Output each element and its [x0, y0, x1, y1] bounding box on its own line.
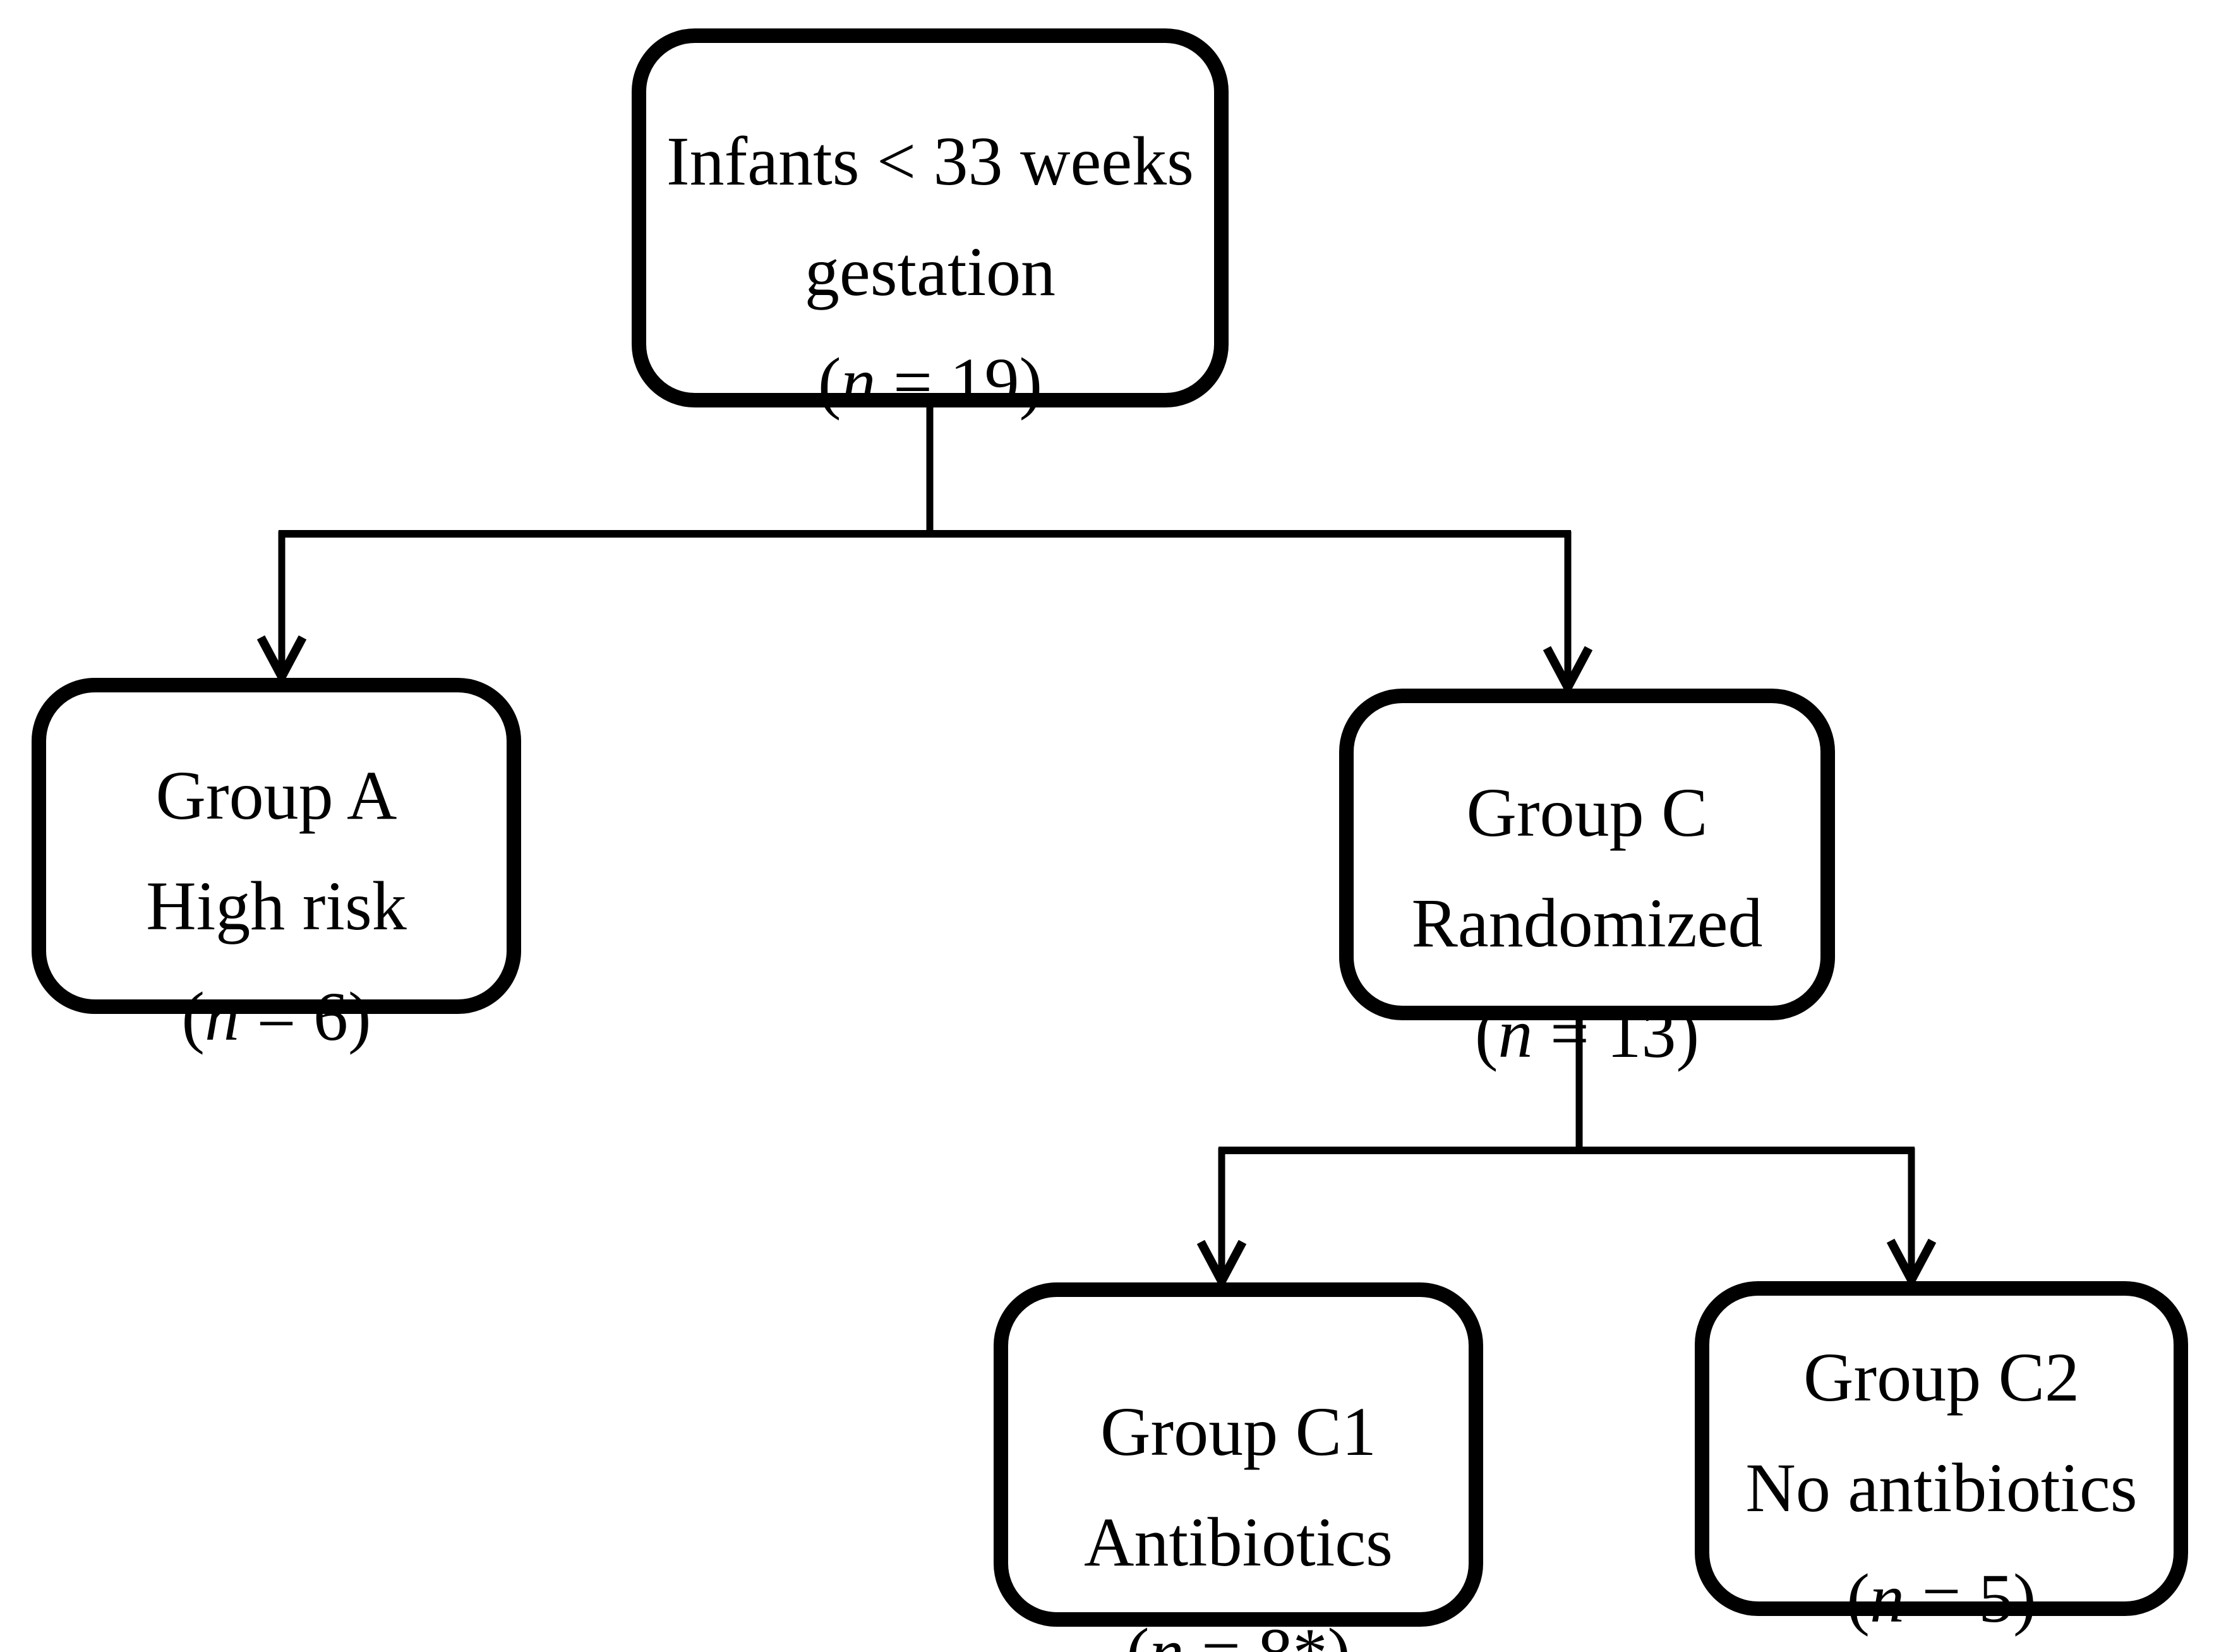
node-title: Group C2: [1803, 1339, 2079, 1416]
node-count: (n = 6): [46, 962, 507, 1072]
count-variable: n: [1869, 1560, 1904, 1637]
node-subtitle: No antibiotics: [1745, 1449, 2138, 1526]
arrowhead-group-c1: [1196, 1239, 1247, 1291]
count-open: (: [1474, 995, 1498, 1072]
count-variable: n: [841, 344, 876, 421]
node-subtitle: Antibiotics: [1084, 1504, 1393, 1581]
count-open: (: [817, 344, 841, 421]
count-open: (: [1846, 1560, 1870, 1637]
count-value: = 5): [1904, 1560, 2037, 1637]
node-subtitle: High risk: [146, 867, 407, 944]
node-group-a: Group A High risk (n = 6): [32, 678, 521, 1055]
arrowhead-group-c2: [1886, 1238, 1937, 1289]
edge-infants-split: [256, 404, 1593, 697]
count-variable: n: [204, 978, 239, 1055]
node-subtitle: Randomized: [1411, 884, 1763, 962]
edge-group-c-split: [1196, 1017, 1937, 1291]
count-value: = 13): [1532, 995, 1700, 1072]
node-title: Group A: [155, 757, 397, 834]
node-infants: Infants < 33 weeks gestation (n = 19): [632, 28, 1229, 421]
node-count: (n = 5): [1709, 1543, 2174, 1652]
node-group-c1: Group C1 Antibiotics (n = 8*): [994, 1282, 1483, 1652]
count-variable: n: [1149, 1614, 1184, 1652]
node-group-c2: Group C2 No antibiotics (n = 5): [1695, 1281, 2188, 1637]
count-value: = 8*): [1184, 1614, 1351, 1652]
count-open: (: [1126, 1614, 1150, 1652]
node-title: Group C1: [1100, 1393, 1376, 1470]
node-group-c: Group C Randomized (n = 13): [1339, 689, 1835, 1072]
count-value: = 19): [875, 344, 1043, 421]
node-title: Group C: [1466, 774, 1708, 851]
node-count: (n = 13): [1354, 979, 1820, 1089]
arrowhead-group-a: [256, 635, 307, 686]
node-count: (n = 19): [646, 327, 1214, 438]
arrowhead-group-c: [1543, 646, 1593, 697]
node-count: (n = 8*): [1008, 1598, 1469, 1652]
count-value: = 6): [239, 978, 371, 1055]
node-subtitle: gestation: [804, 233, 1056, 310]
node-title: Infants < 33 weeks: [666, 123, 1194, 200]
count-open: (: [181, 978, 205, 1055]
count-variable: n: [1498, 995, 1533, 1072]
